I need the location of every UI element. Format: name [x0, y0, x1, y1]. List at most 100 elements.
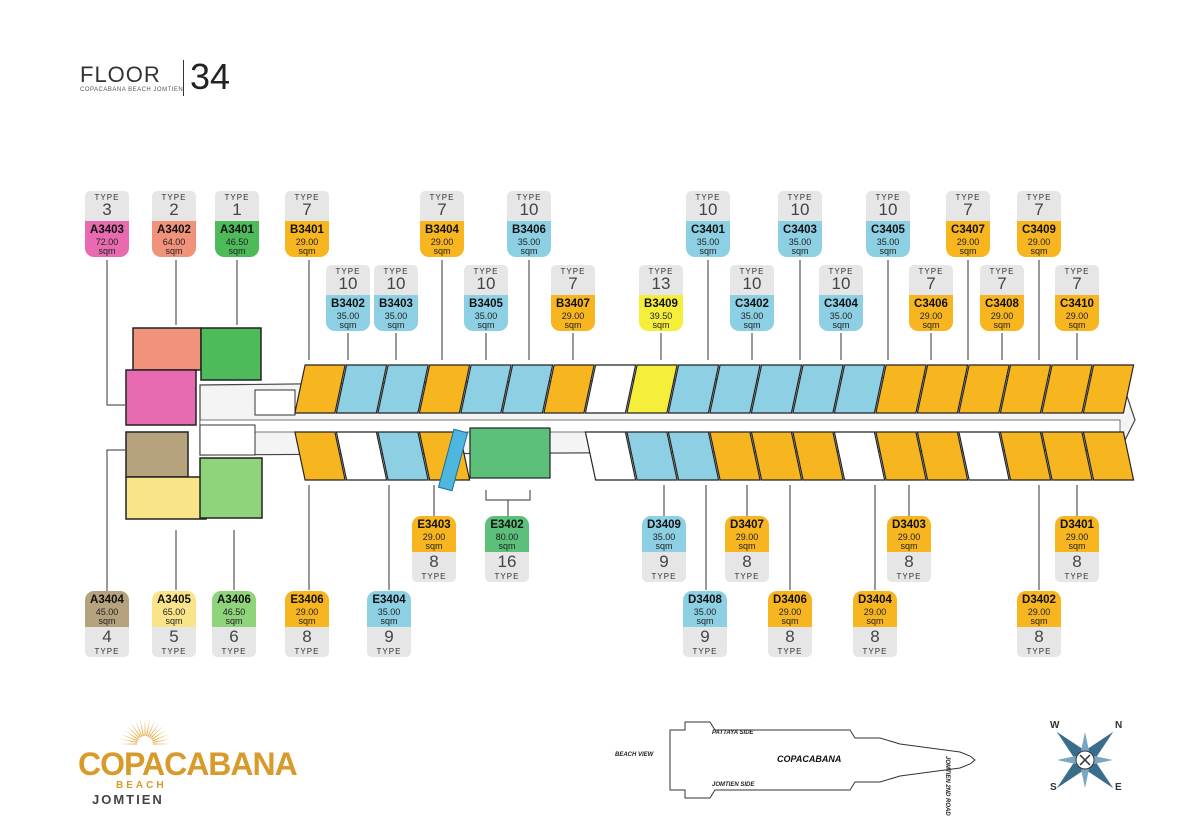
type-word: TYPE	[989, 267, 1015, 276]
unit-area: 35.00	[740, 311, 764, 321]
unit-sqm: sqm	[900, 541, 918, 551]
copacabana-logo: COPACABANA BEACH JOMTIEN	[78, 716, 298, 811]
unit-code: A3404	[90, 594, 124, 606]
unit-code: D3402	[1022, 594, 1056, 606]
unit-sqm: sqm	[298, 246, 316, 256]
south-unit-block	[833, 431, 886, 481]
unit-code: C3408	[985, 298, 1019, 310]
unit-sqm: sqm	[225, 616, 243, 626]
type-word: TYPE	[1064, 267, 1090, 276]
sun-ray	[152, 734, 170, 742]
unit-code: C3409	[1022, 224, 1056, 236]
unit-sqm: sqm	[879, 246, 897, 256]
south-unit-block	[294, 431, 346, 481]
unit-area: 29.00	[863, 607, 887, 617]
unit-sqm: sqm	[993, 320, 1011, 330]
unit-code: B3409	[644, 298, 678, 310]
north-unit-block	[335, 364, 388, 414]
unit-sqm: sqm	[696, 616, 714, 626]
unit-area: 29.00	[1027, 237, 1051, 247]
type-word: TYPE	[875, 193, 901, 202]
compass-n: N	[1115, 720, 1123, 731]
header-divider	[183, 60, 184, 96]
type-word: TYPE	[692, 647, 718, 656]
unit-sqm: sqm	[433, 246, 451, 256]
north-unit-block	[1082, 364, 1135, 414]
sun-ray	[120, 734, 138, 742]
unit-code: E3403	[417, 519, 451, 531]
north-unit-block	[460, 364, 512, 414]
north-unit-block	[999, 364, 1052, 414]
sun-ray	[152, 738, 171, 743]
unit-a3401-plan	[200, 327, 262, 381]
building-name-label: COPACABANA	[777, 754, 842, 764]
unit-code: C3410	[1060, 298, 1094, 310]
type-word: TYPE	[94, 193, 120, 202]
type-word: TYPE	[896, 572, 922, 581]
type-number: 8	[904, 552, 914, 571]
unit-area: 46.50	[225, 237, 249, 247]
key-plan	[669, 721, 976, 799]
floor-subtitle: COPACABANA BEACH JOMTIEN	[80, 87, 184, 93]
type-number: 16	[497, 552, 517, 571]
type-number: 4	[102, 627, 112, 646]
unit-sqm: sqm	[339, 320, 357, 330]
unit-sqm: sqm	[699, 246, 717, 256]
unit-area: 35.00	[693, 607, 717, 617]
corridor-walkway	[199, 419, 1121, 433]
unit-sqm: sqm	[380, 616, 398, 626]
unit-sqm: sqm	[1030, 246, 1048, 256]
type-number: 3	[102, 200, 112, 219]
north-unit-block	[750, 364, 803, 414]
